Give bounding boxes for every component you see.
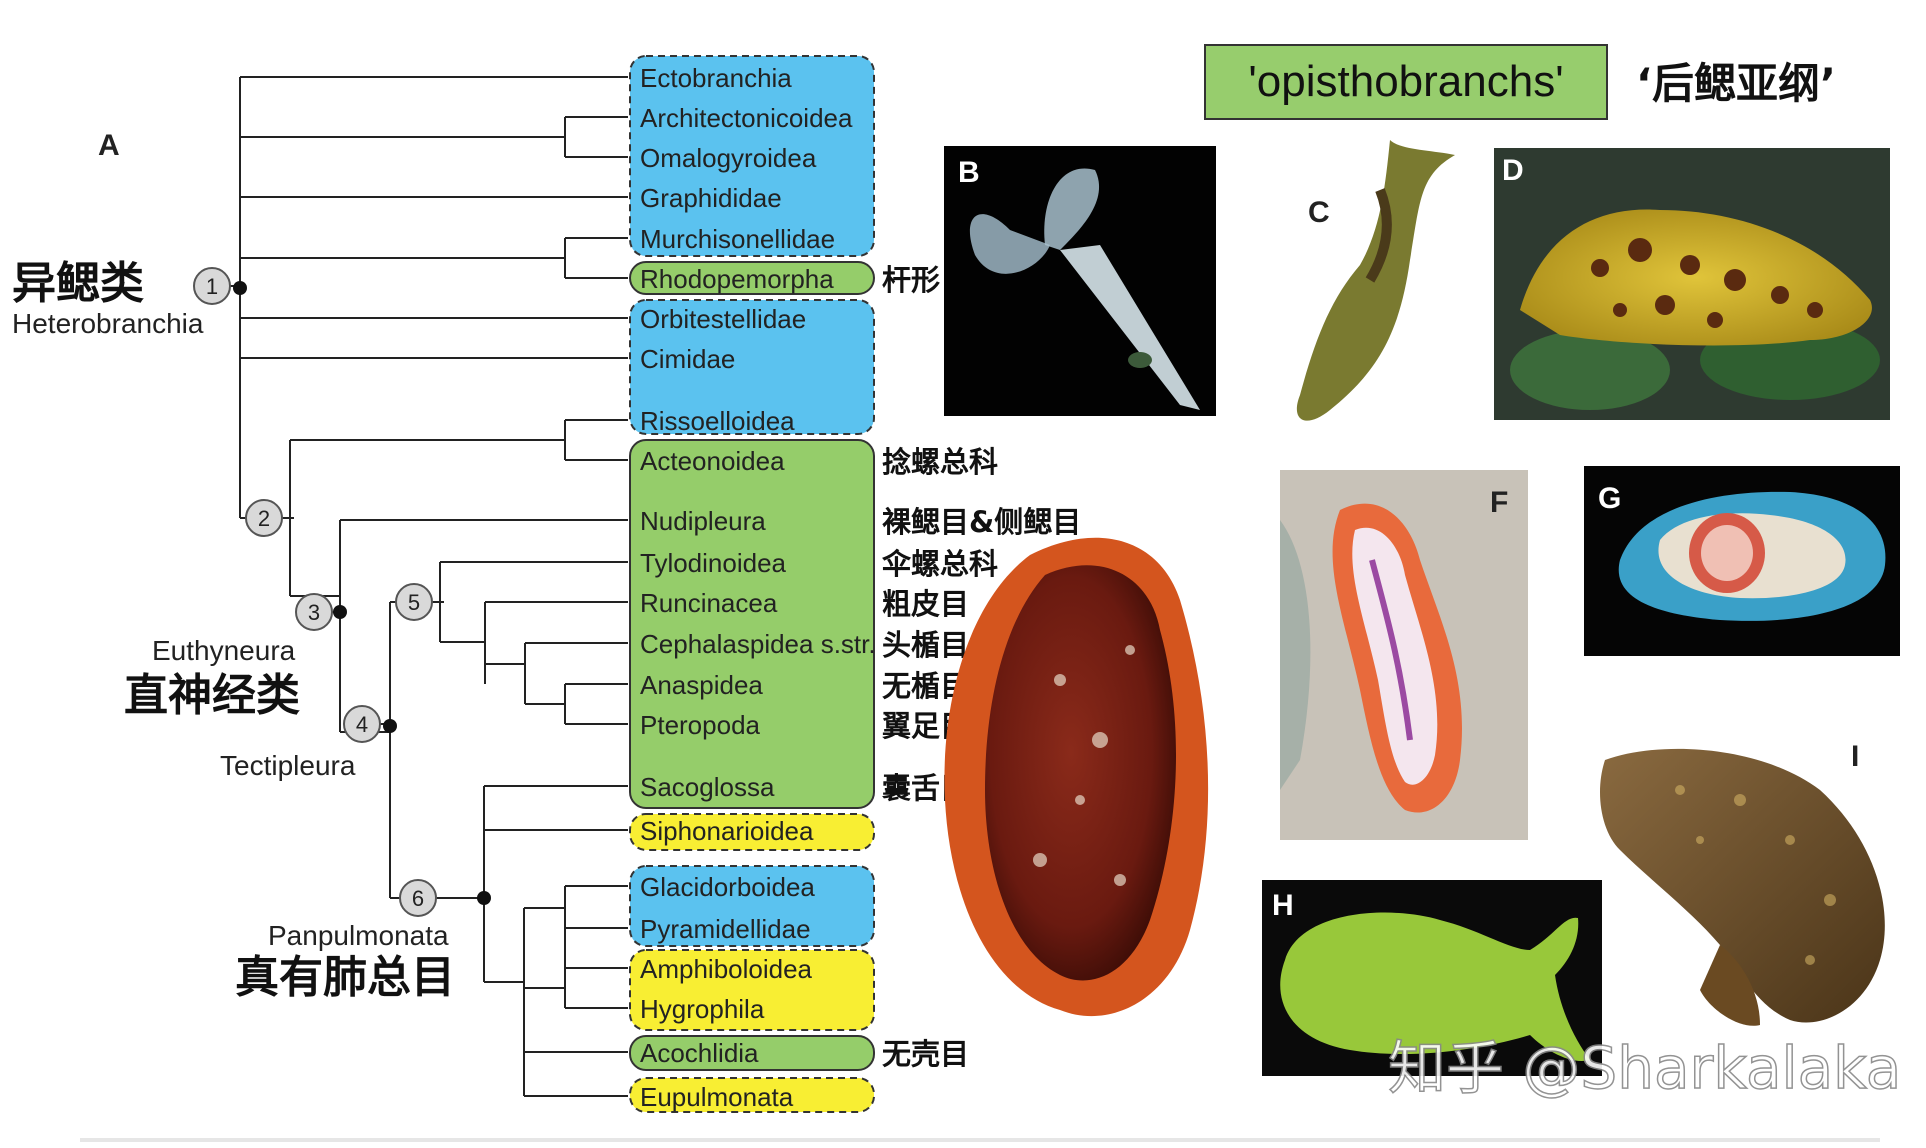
taxon-label-hygrophila: Hygrophila bbox=[640, 994, 765, 1024]
taxon-label-cimidae: Cimidae bbox=[640, 344, 735, 374]
taxon-label-glacidorboidea: Glacidorboidea bbox=[640, 872, 815, 902]
taxon-label-ectobranchia: Ectobranchia bbox=[640, 63, 792, 93]
group-box-orbitestellidae bbox=[629, 299, 875, 435]
taxon-label-architectonicoidea: Architectonicoidea bbox=[640, 103, 853, 133]
svg-text:6: 6 bbox=[412, 886, 424, 911]
taxon-label-sacoglossa: Sacoglossa bbox=[640, 772, 775, 802]
node-5: 5 bbox=[395, 583, 444, 621]
group-box-amphiboloidea bbox=[629, 949, 875, 1031]
photo-label-d: D bbox=[1502, 154, 1524, 187]
euthyneura-label: Euthyneura bbox=[152, 635, 296, 666]
taxon-label-rissoelloidea: Rissoelloidea bbox=[640, 406, 795, 436]
photo-label-i: I bbox=[1851, 740, 1859, 773]
photo-f: F bbox=[1280, 470, 1528, 840]
taxon-label-pteropoda: Pteropoda bbox=[640, 710, 761, 740]
taxon-label-amphiboloidea: Amphiboloidea bbox=[640, 954, 813, 984]
panel-letter-a: A bbox=[98, 129, 120, 162]
photo-i: I bbox=[1600, 740, 1885, 1026]
tectipleura-label: Tectipleura bbox=[220, 750, 356, 781]
taxon-label-rhodopemorpha: Rhodopemorpha bbox=[640, 264, 834, 294]
opisthobranchs-legend-box bbox=[1204, 44, 1608, 120]
cropped-caption-line bbox=[80, 1138, 1880, 1142]
node-2: 2 bbox=[245, 499, 294, 537]
taxon-label-anaspidea: Anaspidea bbox=[640, 670, 763, 700]
node-dot bbox=[477, 891, 491, 905]
taxon-label-acteonoidea: Acteonoidea bbox=[640, 446, 785, 476]
taxon-label-acochlidia: Acochlidia bbox=[640, 1038, 759, 1068]
photo-d: D bbox=[1494, 148, 1890, 420]
photo-label-c: C bbox=[1308, 196, 1330, 229]
taxon-label-cephalaspidea-s-str: Cephalaspidea s.str. bbox=[640, 629, 876, 659]
photo-g: G bbox=[1584, 466, 1900, 656]
taxon-label-nudipleura: Nudipleura bbox=[640, 506, 766, 536]
taxon-label-siphonarioidea: Siphonarioidea bbox=[640, 816, 814, 846]
taxon-cn-label-acochlidia: 无壳目 bbox=[882, 1037, 969, 1071]
photo-c: C bbox=[1296, 140, 1455, 421]
svg-text:1: 1 bbox=[206, 274, 218, 299]
taxon-label-omalogyroidea: Omalogyroidea bbox=[640, 143, 817, 173]
taxon-cn-label-nudipleura: 裸鳃目&侧鳃目 bbox=[882, 505, 1081, 539]
group-box-eupulmonata bbox=[629, 1077, 875, 1113]
photo-label-b: B bbox=[958, 156, 980, 189]
svg-text:4: 4 bbox=[356, 712, 368, 737]
photo-label-g: G bbox=[1598, 482, 1621, 515]
taxon-label-tylodinoidea: Tylodinoidea bbox=[640, 548, 787, 578]
node-6: 6 bbox=[399, 879, 448, 917]
watermark: 知乎 @Sharkalaka bbox=[1388, 1034, 1901, 1102]
taxon-cn-label-cephalaspidea-s-str: 头楯目 bbox=[882, 628, 969, 662]
node-dot bbox=[333, 605, 347, 619]
cladogram-branches bbox=[239, 76, 628, 1097]
panpulmonata-cn-label: 真有肺总目 bbox=[235, 952, 455, 1003]
photo-large-slug bbox=[944, 537, 1209, 1017]
photo-b: B bbox=[944, 146, 1216, 416]
node-dot bbox=[383, 719, 397, 733]
node-dot bbox=[233, 281, 247, 295]
taxon-cn-label-runcinacea: 粗皮目 bbox=[882, 587, 969, 621]
taxon-label-eupulmonata: Eupulmonata bbox=[640, 1082, 794, 1112]
taxon-label-murchisonellidae: Murchisonellidae bbox=[640, 224, 835, 254]
photo-h: H bbox=[1262, 880, 1602, 1076]
svg-text:2: 2 bbox=[258, 506, 270, 531]
group-box-rhodopemorpha bbox=[629, 261, 875, 295]
taxon-label-runcinacea: Runcinacea bbox=[640, 588, 778, 618]
panpulmonata-label: Panpulmonata bbox=[268, 920, 449, 951]
svg-text:5: 5 bbox=[408, 590, 420, 615]
taxon-cn-label-tylodinoidea: 伞螺总科 bbox=[881, 547, 998, 581]
heterobranchia-label: Heterobranchia bbox=[12, 308, 204, 339]
opisthobranchs-legend-label: 'opisthobranchs' bbox=[1248, 57, 1563, 106]
group-box-ectobranchia bbox=[629, 55, 875, 257]
node-4: 4 bbox=[343, 705, 392, 743]
group-box-acteonoidea bbox=[629, 439, 875, 809]
opisthobranchs-cn-label: ‘后鳃亚纲’ bbox=[1636, 59, 1836, 108]
taxon-label-graphididae: Graphididae bbox=[640, 183, 782, 213]
group-box-siphonarioidea bbox=[629, 813, 875, 851]
taxon-label-pyramidellidae: Pyramidellidae bbox=[640, 914, 811, 944]
node-3: 3 bbox=[295, 593, 344, 631]
heterobranchia-cn-label: 异鳃类 bbox=[12, 258, 144, 309]
photo-label-h: H bbox=[1272, 889, 1294, 922]
euthyneura-cn-label: 直神经类 bbox=[124, 670, 300, 721]
svg-text:3: 3 bbox=[308, 600, 320, 625]
group-box-glacidorboidea bbox=[629, 865, 875, 947]
taxon-label-orbitestellidae: Orbitestellidae bbox=[640, 304, 806, 334]
taxon-cn-label-acteonoidea: 捻螺总科 bbox=[882, 445, 998, 479]
photo-label-f: F bbox=[1490, 486, 1508, 519]
group-box-acochlidia bbox=[629, 1035, 875, 1071]
